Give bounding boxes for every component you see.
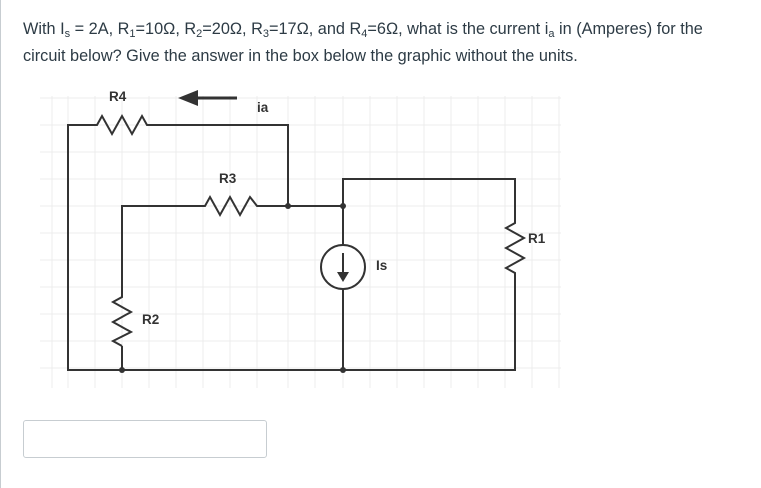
resistor-r1-symbol [503, 218, 527, 278]
question-text: With Is = 2A, R1=10Ω, R2=20Ω, R3=17Ω, an… [23, 20, 703, 65]
content-left-border [0, 0, 1, 488]
resistor-r2-symbol [110, 292, 134, 347]
resistor-r4-symbol [92, 113, 152, 137]
answer-input[interactable] [23, 420, 267, 458]
junction-dots [119, 203, 346, 373]
label-r2: R2 [142, 312, 159, 327]
current-ia-arrow-icon [178, 90, 237, 106]
label-is: Is [376, 258, 387, 273]
label-r3: R3 [219, 171, 237, 186]
label-r1: R1 [528, 231, 546, 246]
label-r4: R4 [109, 89, 127, 104]
resistor-r3-symbol [200, 194, 262, 218]
current-source-is [320, 244, 366, 290]
label-ia: ia [257, 100, 269, 115]
circuit-wires [67, 124, 516, 371]
